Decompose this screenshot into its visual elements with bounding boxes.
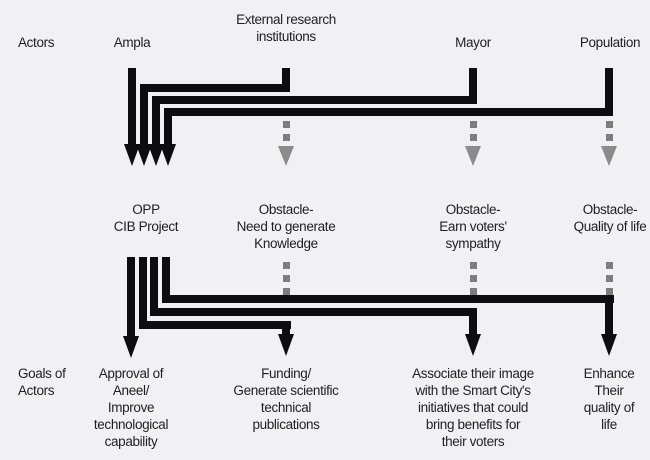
arrow-opp-to-funding-horizontal: [138, 321, 291, 329]
dashed-arrow-population-obstacle-dash: [605, 134, 613, 141]
obstacle-generate-knowledge-label: Obstacle- Need to generate Knowledge: [236, 202, 336, 251]
goal-associate-image: Associate their image with the Smart Cit…: [412, 366, 534, 449]
arrow-mayor-to-opp-drop: [469, 68, 477, 104]
obstacle-voters-sympathy-label: Obstacle- Earn voters' sympathy: [439, 202, 507, 251]
arrow-population-to-opp-stem: [164, 108, 172, 146]
goal-enhance-quality-of-life: Enhance Their quality of life: [583, 366, 635, 432]
arrow-opp-to-enhance-drop: [605, 295, 613, 336]
arrow-opp-to-enhance-stem: [161, 257, 170, 303]
dashed-obstacle-population-dash: [605, 288, 613, 295]
goal-approval-aneel: Approval of Aneel/ Improve technological…: [93, 366, 169, 449]
dashed-obstacle-mayor-dash: [469, 262, 477, 269]
arrow-mayor-to-opp-stem: [152, 96, 160, 146]
dashed-arrow-population-obstacle-head-icon: [601, 146, 617, 166]
dashed-arrow-external-obstacle-dash: [282, 121, 290, 128]
dashed-arrow-external-obstacle-dash: [282, 134, 290, 141]
dashed-obstacle-population-dash: [605, 262, 613, 269]
opp-cib-project-label: OPP CIB Project: [113, 202, 179, 234]
arrow-opp-to-associate-horizontal: [150, 308, 477, 316]
dashed-arrow-population-obstacle-dash: [605, 121, 613, 128]
goals-row-label: Goals of Actors: [18, 366, 66, 398]
actor-external-research-institutions: External research institutions: [236, 12, 336, 44]
dashed-obstacle-population-dash: [605, 275, 613, 282]
arrow-opp-to-associate-drop: [469, 308, 477, 336]
arrow-external-to-opp-drop: [282, 68, 290, 92]
dashed-obstacle-mayor-dash: [469, 288, 477, 295]
arrow-opp-to-funding-drop: [282, 321, 290, 336]
arrow-opp-to-enhance-horizontal: [161, 295, 614, 303]
actor-population: Population: [579, 35, 641, 50]
arrow-opp-to-associate-stem: [150, 257, 158, 316]
arrow-opp-to-associate-head-icon: [464, 334, 481, 356]
goal-funding-publications: Funding/ Generate scientific technical p…: [233, 366, 339, 432]
arrow-external-to-opp-horizontal: [140, 84, 290, 92]
dashed-obstacle-mayor-dash: [469, 275, 477, 282]
arrow-population-to-opp-drop: [605, 68, 613, 116]
arrow-population-to-opp-head-icon: [159, 144, 176, 166]
arrow-opp-to-funding-stem: [138, 257, 147, 329]
dashed-obstacle-external-dash: [282, 288, 290, 295]
arrow-opp-to-funding-head-icon: [277, 334, 294, 356]
arrow-external-to-opp-stem: [140, 84, 148, 146]
dashed-obstacle-external-dash: [282, 275, 290, 282]
dashed-obstacle-external-dash: [282, 262, 290, 269]
dashed-arrow-external-obstacle-head-icon: [278, 146, 294, 166]
arrow-population-to-opp-horizontal: [164, 108, 613, 116]
actor-mayor: Mayor: [455, 35, 491, 50]
arrow-opp-to-approval-head-icon: [122, 336, 139, 358]
dashed-arrow-mayor-obstacle-dash: [469, 121, 477, 128]
arrow-ampla-to-opp-stem: [128, 68, 136, 146]
arrow-mayor-to-opp-horizontal: [152, 96, 477, 104]
dashed-arrow-mayor-obstacle-dash: [469, 134, 477, 141]
arrow-opp-to-enhance-head-icon: [600, 334, 617, 356]
dashed-arrow-mayor-obstacle-head-icon: [465, 146, 481, 166]
actor-ampla: Ampla: [113, 35, 151, 50]
obstacle-quality-of-life-label: Obstacle- Quality of life: [573, 202, 647, 234]
actors-row-label: Actors: [18, 35, 55, 50]
arrow-opp-to-approval-stem: [127, 257, 135, 338]
